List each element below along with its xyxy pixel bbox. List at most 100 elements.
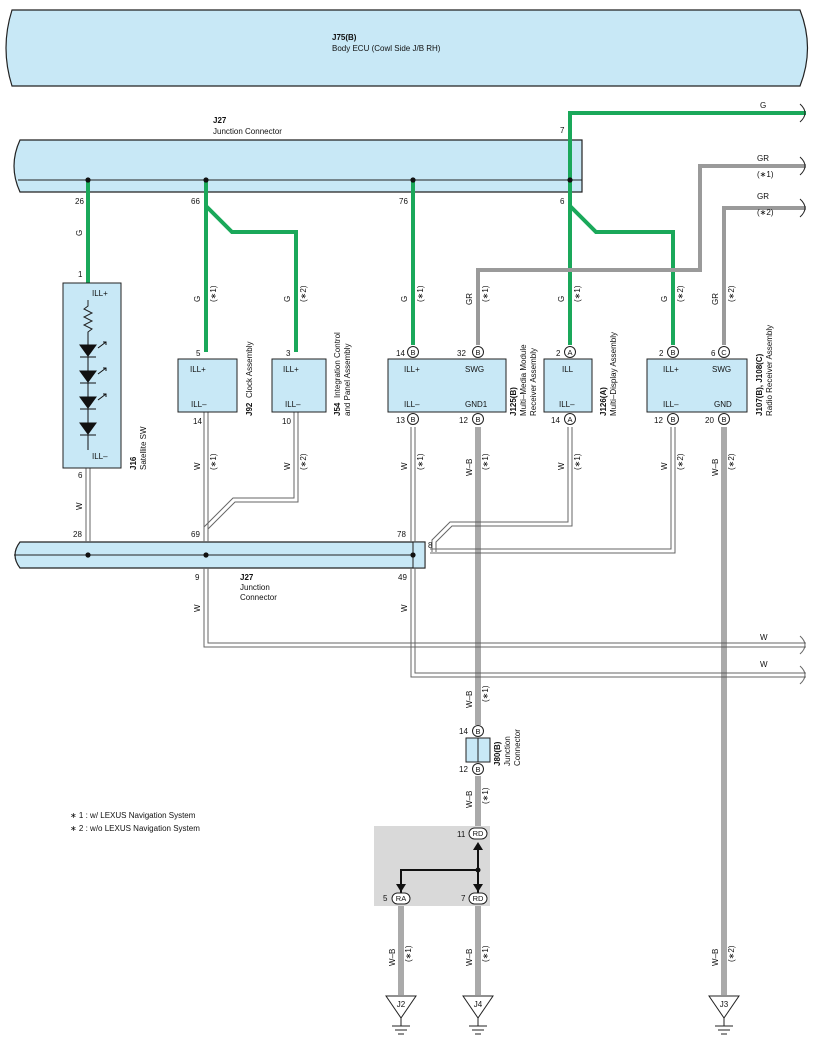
svg-text:W: W (557, 462, 566, 470)
svg-text:B: B (475, 348, 480, 357)
svg-text:(∗1): (∗1) (481, 787, 490, 804)
svg-text:ILL: ILL (562, 365, 574, 374)
svg-text:(∗2): (∗2) (757, 208, 774, 217)
svg-text:76: 76 (399, 197, 408, 206)
svg-text:14: 14 (459, 727, 468, 736)
svg-text:78: 78 (397, 530, 406, 539)
svg-text:9: 9 (195, 573, 200, 582)
svg-text:6: 6 (78, 471, 83, 480)
svg-text:ILL+: ILL+ (663, 365, 679, 374)
svg-text:B: B (410, 348, 415, 357)
svg-text:GR: GR (465, 293, 474, 305)
svg-text:G: G (400, 296, 409, 302)
svg-text:J16: J16 (129, 456, 138, 470)
svg-text:(∗2): (∗2) (676, 453, 685, 470)
svg-text:2: 2 (556, 349, 561, 358)
icp-assembly-box (271, 358, 327, 413)
component-labels: J16 Satellite SW J92 Clock Assembly J54 … (129, 325, 774, 766)
svg-text:(∗1): (∗1) (573, 285, 582, 302)
svg-text:GND: GND (714, 400, 732, 409)
svg-text:(∗2): (∗2) (727, 945, 736, 962)
jc-bottom-ref: J27 (240, 573, 254, 582)
svg-text:(∗1): (∗1) (404, 945, 413, 962)
svg-text:GR: GR (711, 293, 720, 305)
wire-gr-rr (722, 206, 806, 345)
svg-text:(∗2): (∗2) (727, 453, 736, 470)
jc-bottom-name2: Connector (240, 593, 277, 602)
svg-text:ILL–: ILL– (559, 400, 575, 409)
svg-text:(∗1): (∗1) (481, 285, 490, 302)
terminal-labels: ILL+ ILL– ILL+ ILL– ILL+ ILL– ILL+ SWG I… (92, 289, 732, 461)
svg-text:B: B (475, 727, 480, 736)
svg-text:G: G (283, 296, 292, 302)
svg-text:(∗1): (∗1) (209, 453, 218, 470)
svg-text:J92: J92 (245, 402, 254, 416)
svg-text:ILL–: ILL– (92, 452, 108, 461)
svg-text:5: 5 (196, 349, 201, 358)
wire-g-rr (568, 204, 675, 345)
svg-text:ILL–: ILL– (285, 400, 301, 409)
svg-text:3: 3 (286, 349, 291, 358)
svg-text:W–B: W–B (388, 949, 397, 966)
svg-text:W: W (193, 604, 202, 612)
svg-text:8: 8 (428, 541, 433, 550)
svg-text:(∗1): (∗1) (481, 945, 490, 962)
svg-text:(∗2): (∗2) (299, 453, 308, 470)
svg-text:66: 66 (191, 197, 200, 206)
svg-text:(∗2): (∗2) (676, 285, 685, 302)
svg-text:B: B (475, 415, 480, 424)
mm-receiver-box (387, 358, 507, 413)
svg-text:W: W (193, 462, 202, 470)
svg-text:ILL–: ILL– (663, 400, 679, 409)
svg-text:SWG: SWG (712, 365, 731, 374)
svg-text:(∗1): (∗1) (416, 285, 425, 302)
svg-text:G: G (557, 296, 566, 302)
svg-text:Multi–Media Module: Multi–Media Module (519, 344, 528, 416)
svg-text:Radio Receiver Assembly: Radio Receiver Assembly (765, 325, 774, 416)
svg-text:B: B (670, 348, 675, 357)
svg-text:and Panel Assembly: and Panel Assembly (343, 344, 352, 417)
svg-text:W: W (400, 604, 409, 612)
jc-top-ref: J27 (213, 116, 227, 125)
svg-text:13: 13 (396, 416, 405, 425)
svg-text:Multi–Display Assembly: Multi–Display Assembly (609, 332, 618, 416)
svg-text:J126(A): J126(A) (599, 387, 608, 416)
svg-text:11: 11 (457, 830, 466, 839)
svg-text:5: 5 (383, 894, 388, 903)
svg-text:ILL+: ILL+ (190, 365, 206, 374)
svg-text:ILL+: ILL+ (283, 365, 299, 374)
svg-text:(∗1): (∗1) (209, 285, 218, 302)
svg-text:12: 12 (654, 416, 663, 425)
svg-text:10: 10 (282, 417, 291, 426)
svg-text:(∗2): (∗2) (299, 285, 308, 302)
svg-text:(∗1): (∗1) (573, 453, 582, 470)
svg-text:32: 32 (457, 349, 466, 358)
svg-text:B: B (475, 765, 480, 774)
svg-text:12: 12 (459, 416, 468, 425)
wire-g-icp (204, 204, 298, 352)
svg-text:B: B (721, 415, 726, 424)
svg-text:W–B: W–B (465, 459, 474, 476)
svg-text:1: 1 (78, 270, 83, 279)
ecu-name: Body ECU (Cowl Side J/B RH) (332, 44, 441, 53)
body-ecu-box (5, 9, 809, 87)
svg-text:RA: RA (396, 894, 406, 903)
svg-text:14: 14 (193, 417, 202, 426)
svg-text:20: 20 (705, 416, 714, 425)
svg-text:GR: GR (757, 192, 769, 201)
md-assembly-box (543, 358, 593, 413)
wire-gr-mm (476, 164, 806, 345)
svg-text:7: 7 (560, 126, 565, 135)
svg-text:28: 28 (73, 530, 82, 539)
jc-bottom-name: Junction (240, 583, 270, 592)
svg-text:Connector: Connector (513, 729, 522, 766)
svg-text:C: C (721, 348, 727, 357)
svg-text:J54: J54 (333, 402, 342, 416)
svg-text:Junction: Junction (503, 736, 512, 766)
svg-text:12: 12 (459, 765, 468, 774)
svg-text:(∗1): (∗1) (416, 453, 425, 470)
svg-text:J107(B), J108(C): J107(B), J108(C) (755, 353, 764, 416)
svg-text:SWG: SWG (465, 365, 484, 374)
svg-text:69: 69 (191, 530, 200, 539)
